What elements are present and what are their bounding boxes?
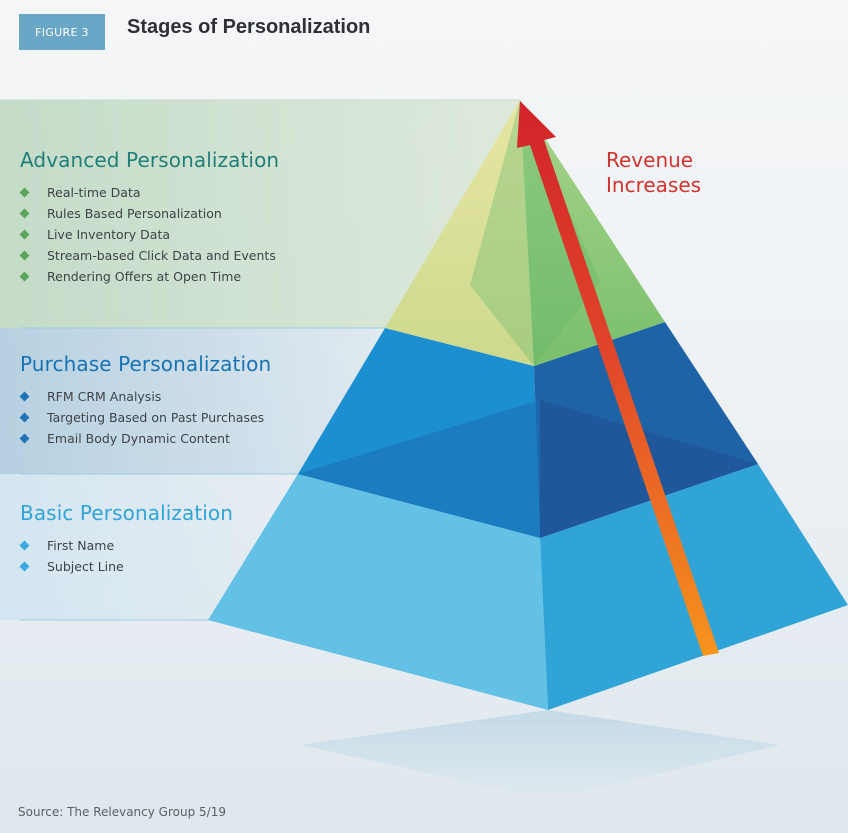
- figure-label: FIGURE 3: [19, 14, 105, 50]
- source-note: Source: The Relevancy Group 5/19: [18, 805, 226, 819]
- basic-personalization-section: Basic Personalization First Name Subject…: [19, 501, 234, 577]
- diamond-bullet-icon: [19, 208, 30, 219]
- diamond-bullet-icon: [19, 271, 30, 282]
- revenue-label-line2: Increases: [606, 173, 702, 197]
- basic-personalization-heading: Basic Personalization: [20, 501, 234, 525]
- advanced-tier-core: [470, 100, 600, 366]
- advanced-personalization-section: Advanced Personalization Real-time Data …: [19, 148, 280, 287]
- purchase-tier-inner-left: [298, 400, 540, 538]
- list-item: Stream-based Click Data and Events: [19, 245, 279, 266]
- diamond-bullet-icon: [19, 391, 30, 402]
- purchase-personalization-list: RFM CRM Analysis Targeting Based on Past…: [19, 386, 271, 449]
- basic-tier-left: [208, 474, 548, 710]
- diamond-bullet-icon: [19, 187, 30, 198]
- advanced-tier-left: [385, 100, 534, 366]
- purchase-personalization-heading: Purchase Personalization: [20, 352, 272, 376]
- list-item: Live Inventory Data: [19, 224, 279, 245]
- list-item: Targeting Based on Past Purchases: [19, 407, 271, 428]
- advanced-personalization-list: Real-time Data Rules Based Personalizati…: [19, 182, 279, 287]
- diamond-bullet-icon: [19, 229, 30, 240]
- page-title: Stages of Personalization: [127, 16, 371, 38]
- list-item: Email Body Dynamic Content: [19, 428, 271, 449]
- diamond-bullet-icon: [19, 412, 30, 423]
- list-item: Subject Line: [19, 556, 233, 577]
- advanced-tier-right: [520, 100, 665, 366]
- advanced-personalization-heading: Advanced Personalization: [20, 148, 280, 172]
- list-item: Rendering Offers at Open Time: [19, 266, 279, 287]
- revenue-label-line1: Revenue: [606, 148, 694, 172]
- purchase-personalization-section: Purchase Personalization RFM CRM Analysi…: [19, 352, 272, 449]
- list-item: Real-time Data: [19, 182, 279, 203]
- revenue-increases-label: Revenue Increases: [606, 148, 701, 198]
- basic-personalization-list: First Name Subject Line: [19, 535, 233, 577]
- diamond-bullet-icon: [19, 250, 30, 261]
- diamond-bullet-icon: [19, 433, 30, 444]
- pyramid-reflection: [300, 710, 780, 800]
- diamond-bullet-icon: [19, 540, 30, 551]
- list-item: First Name: [19, 535, 233, 556]
- revenue-arrow: [517, 101, 719, 656]
- diamond-bullet-icon: [19, 561, 30, 572]
- list-item: Rules Based Personalization: [19, 203, 279, 224]
- list-item: RFM CRM Analysis: [19, 386, 271, 407]
